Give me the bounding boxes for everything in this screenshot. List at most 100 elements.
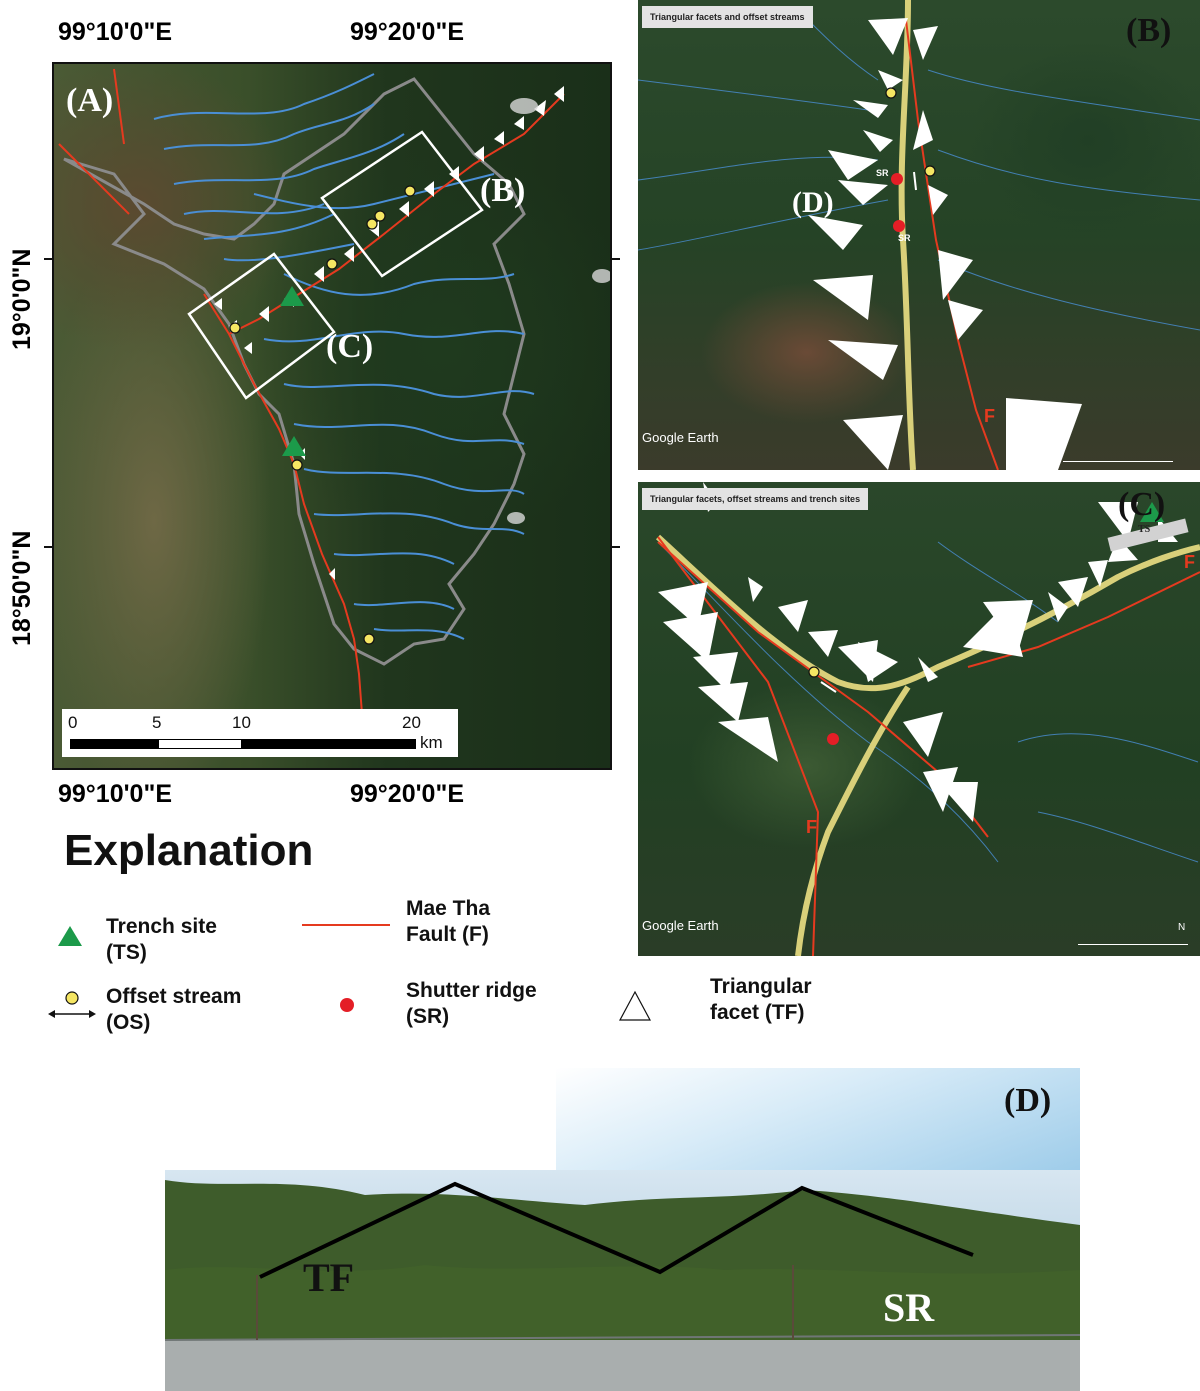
panel-c-facets [658, 482, 1178, 822]
cloud-patch [507, 512, 525, 524]
scale-tick-10: 10 [232, 713, 251, 732]
fault-segment [113, 68, 125, 145]
legend-shutter-symbol [340, 998, 354, 1012]
panel-c-road-south [795, 685, 911, 956]
facet-marker [474, 146, 484, 162]
offset-stream-marker [366, 218, 378, 230]
panel-c-streams [657, 541, 1199, 863]
legend-shutter-label: Shutter ridge (SR) [406, 979, 537, 1029]
panel-c-google-earth-label: Google Earth [642, 918, 719, 933]
trench-site-marker [282, 436, 306, 456]
offset-stream-marker [291, 459, 303, 471]
panel-c-offset-arrow [820, 681, 837, 693]
stream [283, 383, 535, 398]
panel-d-letter: (D) [1004, 1082, 1052, 1119]
panel-b-overlay [638, 0, 1200, 470]
facet-marker [214, 298, 222, 310]
panel-d-sky [556, 1068, 1080, 1178]
facet-marker [259, 306, 269, 322]
facet-marker [344, 246, 354, 262]
stream [223, 243, 355, 262]
panel-c-google-earth: Triangular facets, offset streams and tr… [638, 482, 1200, 956]
legend-title: Explanation [64, 826, 314, 875]
scale-unit: km [420, 733, 443, 752]
panel-a-letter: (A) [66, 82, 114, 119]
cloud-patch [510, 98, 538, 114]
fault-segment [58, 143, 130, 215]
latitude-upper-label: 19°0'0"N [8, 248, 36, 350]
streams [153, 73, 535, 640]
legend-fault-symbol [302, 924, 390, 926]
stream [183, 203, 325, 215]
stream [163, 103, 375, 150]
panel-b-offset-streams [885, 87, 936, 177]
legend-trench-symbol [56, 924, 84, 953]
facet-marker [424, 181, 434, 197]
stream [293, 423, 525, 445]
legend-facet-label: Triangular facet (TF) [710, 975, 812, 1025]
panel-c-fault-west [657, 536, 820, 956]
panel-b-streams [638, 9, 1200, 331]
facet-marker [514, 116, 524, 130]
panel-a-inset-c-label: (C) [326, 328, 374, 365]
panel-a-satellite-map: (A) (B) (C) 0 5 10 20 km [52, 62, 612, 770]
facet-marker [314, 266, 324, 282]
stream [313, 512, 525, 535]
panel-c-title: Triangular facets, offset streams and tr… [642, 488, 869, 510]
inset-box-b [320, 130, 484, 278]
panel-b-sr-label-1: SR [876, 168, 889, 178]
panel-b-facets [808, 18, 1082, 470]
panel-c-ts-label: TS [1138, 524, 1151, 535]
stream [253, 173, 495, 210]
legend-fault-label: Mae Tha Fault (F) [406, 897, 491, 947]
scale-tick-5: 5 [152, 713, 162, 732]
shutter-ridge-marker [893, 220, 905, 232]
offset-stream-marker [885, 87, 897, 99]
panel-d-overlay [165, 1180, 1080, 1391]
facet-marker [329, 568, 335, 580]
scale-tick-0: 0 [68, 713, 78, 732]
fault-segment [228, 93, 565, 335]
offset-stream-marker [326, 258, 338, 270]
panel-c-fault-label-south: F [806, 817, 817, 837]
facet-marker [399, 201, 409, 217]
bottom-longitude-right: 99°20'0"E [350, 780, 464, 808]
bottom-longitude-left: 99°10'0"E [58, 780, 172, 808]
fault-segment [203, 293, 363, 715]
panel-b-fault [905, 19, 999, 470]
facet-marker [534, 100, 546, 116]
panel-d-tf-label: TF [303, 1255, 355, 1300]
stream [283, 273, 515, 296]
offset-stream-markers [229, 185, 416, 645]
stream [333, 552, 455, 565]
panel-c-fault-east [967, 571, 1200, 668]
facet-outline [259, 1181, 974, 1279]
facet-marker [494, 131, 504, 145]
legend-trench-label: Trench site (TS) [106, 915, 217, 965]
panel-b-fault-label: F [984, 406, 995, 426]
legend-offset-label: Offset stream (OS) [106, 985, 242, 1035]
legend-facet-symbol [618, 990, 652, 1027]
panel-b-offset-arrow [913, 171, 917, 191]
top-longitude-left: 99°10'0"E [58, 18, 172, 46]
stream [373, 628, 465, 640]
fault-lines [58, 68, 565, 715]
offset-stream-marker [229, 322, 241, 334]
latitude-lower-label: 18°50'0"N [8, 530, 36, 646]
panel-b-sr-label-2: SR [898, 233, 911, 243]
panel-c-north-label: N [1178, 922, 1186, 933]
stream [263, 330, 525, 343]
panel-b-google-earth: Triangular facets and offset streams (B)… [638, 0, 1200, 470]
top-longitude-right: 99°20'0"E [350, 18, 464, 46]
stream [303, 468, 525, 495]
stream [153, 73, 375, 120]
panel-d-photo: TF SR [165, 1170, 1080, 1391]
panel-b-shutter-ridges [891, 173, 905, 232]
stream [173, 133, 405, 185]
offset-stream-marker [363, 633, 375, 645]
inset-box-c [187, 252, 336, 400]
shutter-ridge-marker [827, 733, 839, 745]
panel-b-road [898, 0, 916, 470]
panel-b-letter: (B) [1126, 12, 1172, 49]
panel-c-letter: (C) [1118, 486, 1166, 523]
